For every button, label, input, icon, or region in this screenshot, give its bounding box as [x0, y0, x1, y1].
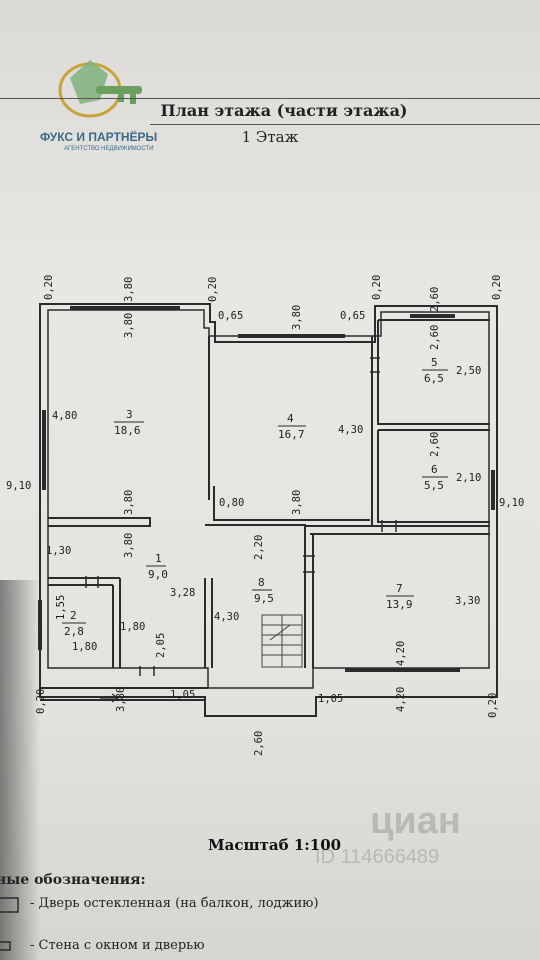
- dimension: 3,80: [115, 687, 127, 712]
- dimension: 3,80: [291, 305, 303, 330]
- watermark-brand: циан: [370, 800, 461, 842]
- wall: [48, 517, 151, 527]
- wall: [40, 687, 208, 701]
- wall: [48, 577, 121, 668]
- dimension: 3,80: [123, 533, 135, 558]
- stairs: [261, 614, 303, 668]
- outer-wall: [39, 303, 498, 717]
- dimension: 0,20: [491, 275, 503, 300]
- dimension: 2,60: [429, 287, 441, 312]
- room-area: 13,9: [386, 598, 413, 611]
- floor-label: 1 Этаж: [241, 128, 299, 146]
- dimension: 2,20: [253, 535, 265, 560]
- logo-name: ФУКС И ПАРТНЁРЫ: [40, 130, 158, 144]
- dimension: 0,20: [35, 689, 47, 714]
- watermark-id: ID 114666489: [315, 846, 440, 868]
- dimension: 1,05: [170, 689, 195, 701]
- dimension: 2,60: [253, 731, 265, 756]
- dimension: 2,60: [429, 432, 441, 457]
- room-area: 16,7: [278, 428, 305, 441]
- dimension: 4,20: [395, 687, 407, 712]
- dimension: 0,65: [340, 310, 365, 322]
- dimension: 1,05: [318, 693, 343, 705]
- dimension: 1,55: [55, 595, 67, 620]
- door-symbol: [0, 897, 19, 913]
- dimension: 4,30: [338, 424, 363, 436]
- entrance-arrow: [100, 693, 120, 703]
- logo-subtitle: АГЕНТСТВО НЕДВИЖИМОСТИ: [64, 146, 154, 152]
- dimension: 4,80: [52, 410, 77, 422]
- dimension: 4,30: [214, 611, 239, 623]
- dimension: 9,10: [499, 497, 524, 509]
- dimension: 2,05: [155, 633, 167, 658]
- dimension: 3,80: [291, 490, 303, 515]
- dimension: 0,65: [218, 310, 243, 322]
- header-rule: [0, 98, 540, 99]
- room-number: 6: [431, 463, 438, 476]
- legend-item: - Стена с окном и дверью: [30, 938, 205, 953]
- photo-shadow: [0, 580, 40, 960]
- room-area: 6,5: [424, 372, 444, 385]
- page-title: План этажа (части этажа): [160, 101, 408, 120]
- dimension: 2,50: [456, 365, 481, 377]
- header-rule-2: [150, 124, 540, 125]
- wall: [208, 336, 370, 521]
- dimension: 1,30: [46, 545, 71, 557]
- wall: [204, 578, 213, 668]
- room-number: 2: [70, 609, 77, 622]
- room-number: 1: [155, 552, 162, 565]
- room-number: 3: [126, 408, 133, 421]
- room-area: 9,0: [148, 568, 168, 581]
- scale-label: Масштаб 1:100: [208, 836, 342, 854]
- room-number: 5: [431, 356, 438, 369]
- dimension: 0,80: [219, 497, 244, 509]
- outer-wall-inner: [47, 309, 490, 689]
- legend-item: - Дверь остекленная (на балкон, лоджию): [30, 896, 319, 911]
- room-number: 7: [396, 582, 403, 595]
- wall: [371, 319, 490, 526]
- room-area: 5,5: [424, 479, 444, 492]
- dimension: 0,20: [207, 277, 219, 302]
- dimension: 4,20: [395, 641, 407, 666]
- dimension: 0,20: [487, 693, 499, 718]
- dimension: 2,60: [429, 325, 441, 350]
- wall: [305, 525, 490, 535]
- dimension: 3,80: [123, 277, 135, 302]
- dimension: 1,80: [120, 621, 145, 633]
- legend-heading: ные обозначения:: [0, 872, 146, 888]
- room-area: 2,8: [64, 625, 84, 638]
- room-area: 9,5: [254, 592, 274, 605]
- dimension: 2,10: [456, 472, 481, 484]
- dimension: 0,20: [371, 275, 383, 300]
- dimension: 9,10: [6, 480, 31, 492]
- dimension: 0,20: [43, 275, 55, 300]
- room-number: 8: [258, 576, 265, 589]
- dimension: 1,80: [72, 641, 97, 653]
- dimension: 3,80: [123, 313, 135, 338]
- dimension: 3,80: [123, 490, 135, 515]
- room-area: 18,6: [114, 424, 141, 437]
- dimension: 3,28: [170, 587, 195, 599]
- room-number: 4: [287, 412, 294, 425]
- dimension: 3,30: [455, 595, 480, 607]
- wall-symbol: [0, 941, 11, 951]
